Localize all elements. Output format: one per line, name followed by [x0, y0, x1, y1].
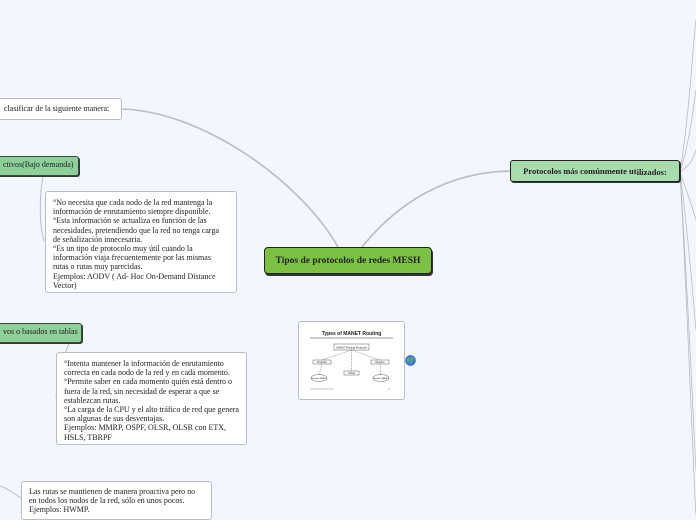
connector-hybrid: [0, 485, 22, 499]
manet-routing-slide: Types of MANET Routing MANET Routing Pro…: [304, 327, 399, 394]
reactive-line: rutas o rutas muy parecidas.: [53, 262, 143, 272]
hybrid-line: en todos los nodos de la red, sólo en un…: [29, 496, 185, 506]
reactive-line: °Esta información se actualiza en funció…: [53, 216, 207, 226]
hybrid-description[interactable]: Las rutas se mantienen de manera proacti…: [21, 481, 212, 520]
proactive-line: correcta en cada nodo de la red y en cad…: [64, 368, 230, 378]
slide-root: MANET Routing Protocols: [336, 345, 367, 349]
reactive-line: información viaja frecuentemente por las…: [53, 253, 211, 263]
main-topic-title-start: Protocolos más comúnmente ut: [523, 166, 637, 176]
slide-title: Types of MANET Routing: [322, 331, 382, 337]
proactive-line: son algunas de sus desventajas.: [64, 414, 165, 424]
reactive-label: ctivos(Bajo demanda): [3, 160, 74, 169]
hybrid-line: Las rutas se mantienen de manera proacti…: [29, 487, 196, 496]
reactive-label-node[interactable]: ctivos(Bajo demanda): [0, 156, 79, 176]
proactive-line: °Intenta mantener la información de enru…: [64, 359, 224, 368]
slide-left-leaf: Standard MANET: [311, 377, 327, 380]
proactive-label: vos o basados en tablas: [3, 327, 78, 336]
proactive-line: °La carga de la CPU y el alto tráfico de…: [64, 405, 239, 415]
proactive-description[interactable]: °Intenta mantener la información de enru…: [56, 352, 247, 445]
proactive-label-node[interactable]: vos o basados en tablas: [0, 323, 82, 343]
image-attachment[interactable]: Types of MANET Routing MANET Routing Pro…: [298, 321, 405, 400]
proactive-line: °Permite saber en cada momento quién est…: [64, 377, 233, 387]
reactive-line: de señalización innecesaria.: [53, 234, 143, 244]
connector-central-right: [361, 170, 511, 248]
slide-right-leaf: Standard MANET: [373, 377, 389, 380]
classify-text: clasificar de la siguiente manera:: [4, 104, 110, 113]
central-topic[interactable]: Tipos de protocolos de redes MESH: [264, 247, 432, 274]
reactive-line: información de enrutamiento siempre disp…: [53, 207, 211, 217]
reactive-line: °Es un tipo de protocolo muy útil cuando…: [53, 244, 193, 254]
connector-central-classify: [119, 108, 339, 248]
reactive-description[interactable]: °No necesita que cada nodo de la red man…: [45, 191, 237, 293]
proactive-line: HSLS, TBRPF: [64, 432, 112, 442]
slide-right-node: Reactive: [375, 361, 385, 364]
reactive-line: necesidades, pretendiendo que la red no …: [53, 225, 219, 235]
reactive-line: °No necesita que cada nodo de la red man…: [53, 198, 213, 207]
proactive-line: establezcan rutas.: [64, 395, 121, 405]
reactive-line: Vector): [53, 280, 77, 290]
hybrid-line: Ejemplos: HWMP.: [29, 505, 90, 515]
classify-node[interactable]: clasificar de la siguiente manera:: [0, 98, 122, 120]
slide-mid-node: Hybrid: [348, 372, 356, 375]
main-topic-title-end: ilizados:: [636, 167, 667, 177]
slide-left-node: Proactive: [317, 361, 328, 364]
proactive-line: Ejemplos: MMRP, OSPF, OLSR, OLSR con ETX…: [64, 423, 227, 433]
central-title: Tipos de protocolos de redes MESH: [275, 255, 421, 266]
proactive-line: fuera de la red, sin necesidad de espera…: [64, 386, 220, 396]
reactive-line: Ejemplos: AODV ( Ad- Hoc On-Demand Dista…: [53, 271, 216, 281]
globe-icon[interactable]: [405, 355, 416, 366]
